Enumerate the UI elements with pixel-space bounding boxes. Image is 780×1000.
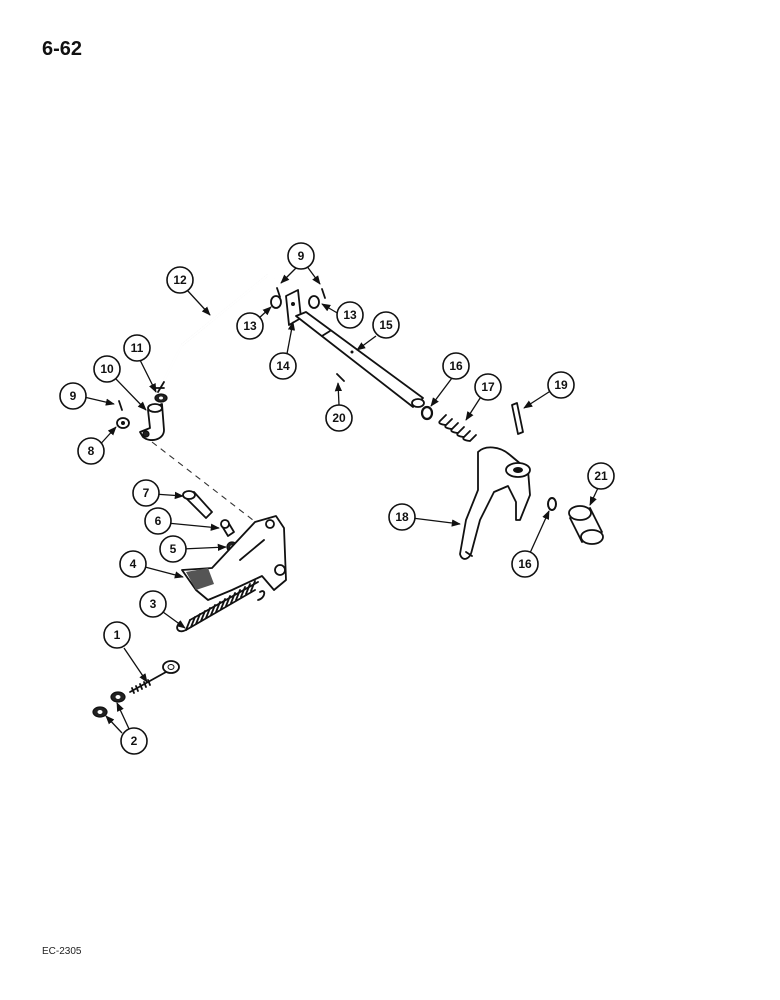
- svg-text:10: 10: [100, 362, 114, 376]
- callout-11: 11: [123, 334, 151, 362]
- callout-13-right: 13: [336, 301, 364, 329]
- part-3-spring: [176, 580, 266, 633]
- svg-text:4: 4: [130, 557, 137, 571]
- svg-text:21: 21: [594, 469, 608, 483]
- callout-19: 19: [547, 371, 575, 399]
- svg-text:11: 11: [131, 341, 144, 355]
- svg-text:1: 1: [114, 628, 121, 642]
- part-6-bolt: [220, 519, 235, 537]
- svg-text:6: 6: [155, 514, 162, 528]
- part-2-nuts: [92, 691, 126, 718]
- part-18-fork: [459, 446, 531, 560]
- part-10-swivel: [139, 403, 165, 441]
- callout-15: 15: [372, 311, 400, 339]
- part-4-lever: [181, 515, 287, 601]
- part-7-bolt: [182, 490, 213, 519]
- svg-text:16: 16: [518, 557, 532, 571]
- svg-text:18: 18: [395, 510, 409, 524]
- callout-8: 8: [77, 437, 105, 465]
- svg-text:20: 20: [332, 411, 346, 425]
- callout-1: 1: [103, 621, 131, 649]
- part-17-spring: [438, 414, 477, 442]
- callout-14: 14: [269, 352, 297, 380]
- part-8-washer: [116, 417, 130, 429]
- svg-text:8: 8: [88, 444, 95, 458]
- svg-text:15: 15: [379, 318, 393, 332]
- callout-17: 17: [474, 373, 502, 401]
- svg-text:5: 5: [170, 542, 177, 556]
- svg-text:13: 13: [243, 319, 257, 333]
- svg-text:16: 16: [449, 359, 463, 373]
- callout-5: 5: [159, 535, 187, 563]
- callout-20: 20: [325, 404, 353, 432]
- svg-text:12: 12: [173, 273, 187, 287]
- callout-16-upper: 16: [442, 352, 470, 380]
- part-12-rod: [155, 273, 276, 393]
- part-16-ring-upper: [420, 405, 434, 421]
- alignment-line: [151, 441, 263, 528]
- svg-text:19: 19: [554, 378, 568, 392]
- callout-9-left: 9: [59, 382, 87, 410]
- callout-16-lower: 16: [511, 550, 539, 578]
- part-20-pin: [336, 373, 345, 382]
- part-9-pins-top: [276, 287, 326, 299]
- svg-text:13: 13: [343, 308, 357, 322]
- callout-3: 3: [139, 590, 167, 618]
- part-19-pin: [511, 402, 524, 435]
- figure-code: EC-2305: [42, 946, 82, 957]
- callout-9-top: 9: [287, 242, 315, 270]
- callout-21: 21: [587, 462, 615, 490]
- svg-text:3: 3: [150, 597, 157, 611]
- svg-text:9: 9: [70, 389, 77, 403]
- callout-12: 12: [166, 266, 194, 294]
- svg-text:14: 14: [276, 359, 290, 373]
- part-13-washers: [270, 295, 320, 309]
- svg-text:2: 2: [131, 734, 138, 748]
- callout-18: 18: [388, 503, 416, 531]
- svg-text:17: 17: [481, 380, 495, 394]
- callout-6: 6: [144, 507, 172, 535]
- callout-13-left: 13: [236, 312, 264, 340]
- part-14-15-shaft: [285, 289, 425, 408]
- callout-10: 10: [93, 355, 121, 383]
- callout-4: 4: [119, 550, 147, 578]
- callout-2: 2: [120, 727, 148, 755]
- part-1-eyebolt: [129, 660, 180, 694]
- part-16-ring-lower: [547, 497, 557, 511]
- part-9-pin-left: [118, 400, 123, 411]
- part-11-nut: [154, 393, 168, 403]
- svg-text:9: 9: [298, 249, 305, 263]
- svg-text:7: 7: [143, 486, 150, 500]
- part-21-bushing: [568, 505, 604, 545]
- callout-7: 7: [132, 479, 160, 507]
- page-number: 6-62: [42, 38, 83, 60]
